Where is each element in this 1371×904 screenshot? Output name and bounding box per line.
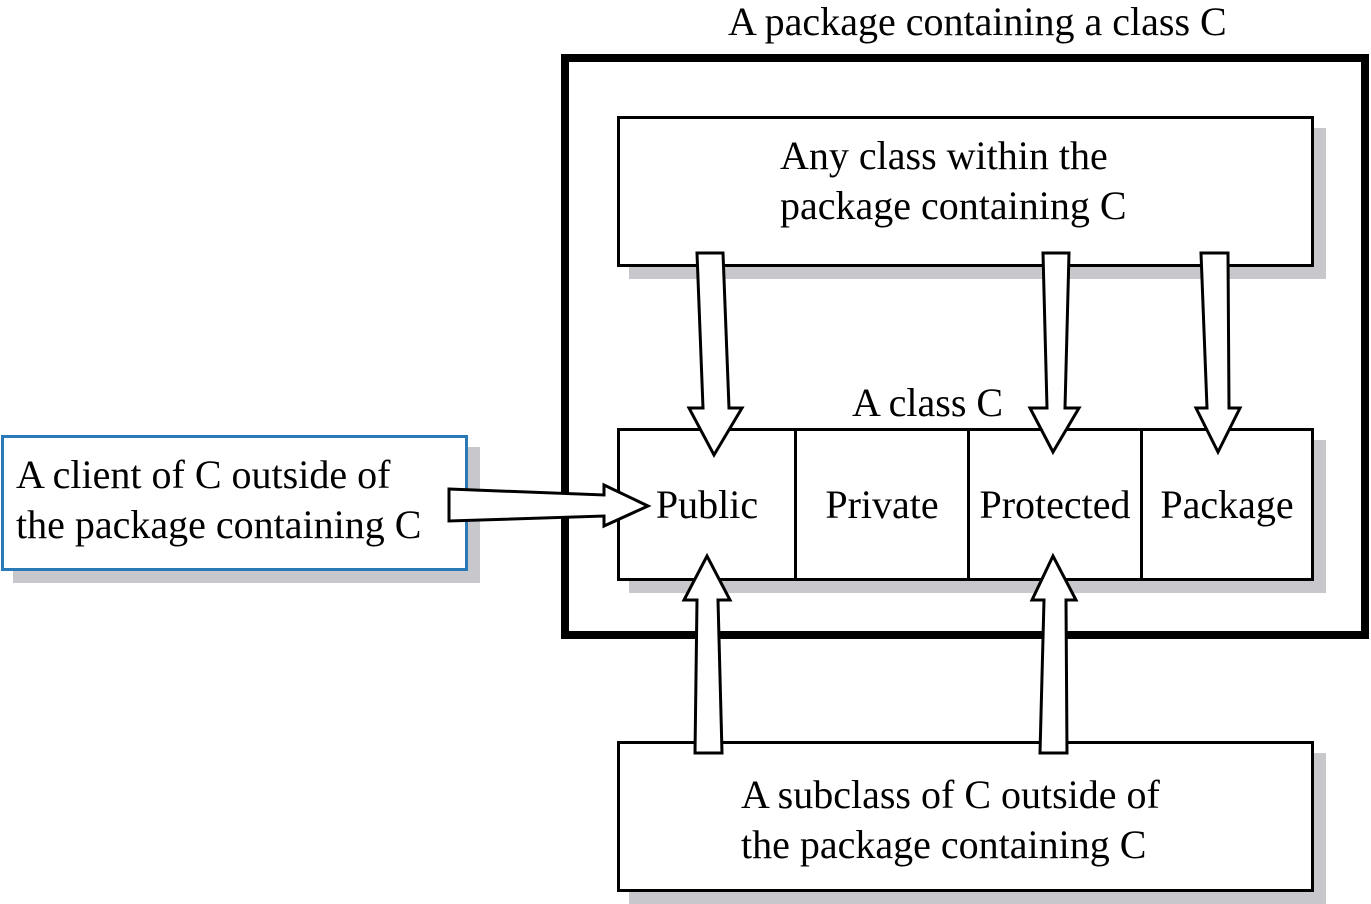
client-line-1: A client of C outside of [16,452,391,497]
any-class-line-1: Any class within the [780,133,1108,178]
arrow-client-to-public [447,482,652,529]
any-class-line-2: package containing C [780,183,1127,228]
arrow-subclass-to-public [681,552,733,755]
arrow-any-to-package [1193,251,1243,456]
section-protected: Protected [967,431,1140,578]
arrow-any-to-public [686,251,745,459]
package-frame [561,54,1369,639]
arrow-subclass-to-protected [1029,552,1079,755]
subclass-line-2: the package containing C [741,822,1147,867]
client-text: A client of C outside of the package con… [16,450,421,550]
client-line-2: the package containing C [16,502,422,547]
section-package: Package [1140,431,1311,578]
any-class-box: Any class within the package containing … [617,116,1314,267]
arrow-any-to-protected [1027,251,1082,456]
class-box: Public Private Protected Package [617,428,1314,581]
subclass-line-1: A subclass of C outside of [741,772,1160,817]
package-label: A package containing a class C [728,0,1227,44]
section-public: Public [655,482,759,527]
subclass-text: A subclass of C outside of the package c… [741,770,1160,870]
class-label: A class C [852,380,1004,425]
section-private: Private [794,431,967,578]
any-class-text: Any class within the package containing … [780,131,1127,231]
subclass-box: A subclass of C outside of the package c… [617,741,1314,892]
